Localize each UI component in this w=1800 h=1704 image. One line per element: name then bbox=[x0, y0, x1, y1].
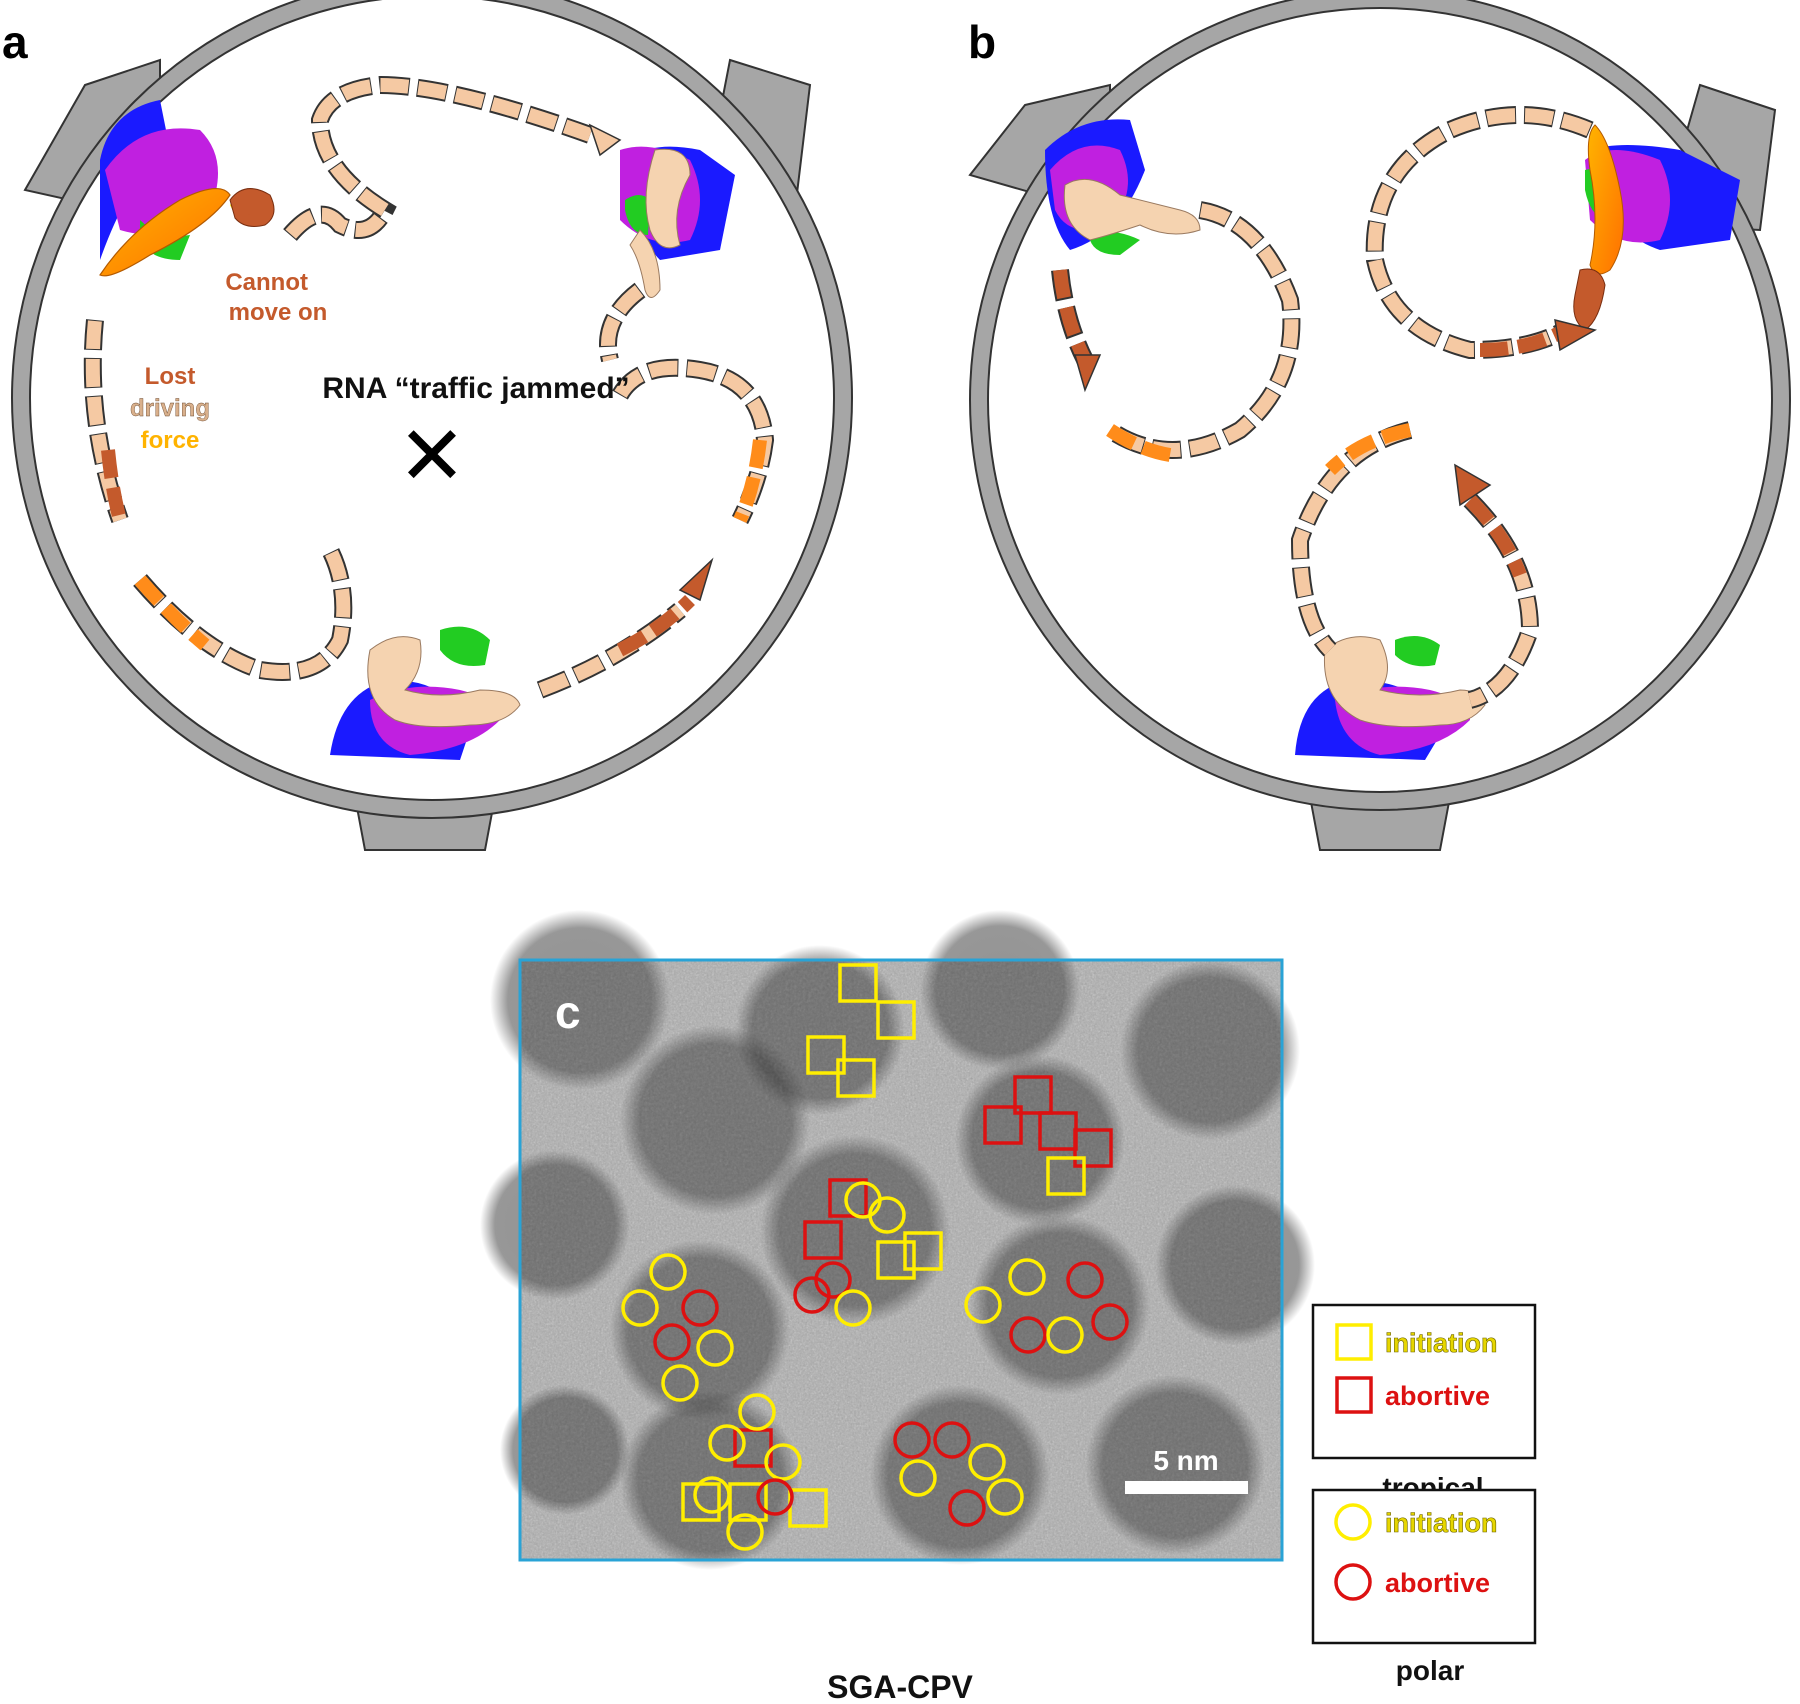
legend-polar: initiation abortive polar bbox=[1311, 1488, 1537, 1686]
arrow-b-left bbox=[1074, 354, 1102, 393]
rna-paths-a bbox=[83, 75, 775, 699]
panel-c-letter: c bbox=[555, 986, 581, 1038]
label-cannot-line1: Cannot bbox=[225, 269, 308, 296]
panel-b-letter: b bbox=[968, 16, 996, 68]
arrow-b-right bbox=[1554, 318, 1597, 352]
legend-initiation-circle-icon bbox=[1334, 1503, 1372, 1541]
micrograph-frame bbox=[518, 958, 1284, 1562]
legend-tropical-abortive: abortive bbox=[1385, 1381, 1490, 1411]
arrow-rust-right bbox=[678, 557, 714, 602]
polymerase-complex-top-left bbox=[99, 100, 275, 277]
panel-b: b bbox=[968, 0, 1791, 851]
legend-tropical-initiation: initiation bbox=[1385, 1328, 1497, 1358]
legend-initiation-square-icon bbox=[1335, 1323, 1373, 1361]
arrow-cannot-move bbox=[233, 195, 250, 215]
polar-markers bbox=[621, 1181, 1129, 1551]
legend-tropical: initiation abortive tropical bbox=[1311, 1303, 1537, 1503]
panel-a: a bbox=[2, 0, 853, 851]
polymerase-complex-top-right bbox=[620, 146, 735, 298]
panel-a-letter: a bbox=[2, 16, 28, 68]
polymerase-complex-b-bottom bbox=[1295, 636, 1486, 760]
polymerase-complex-bottom bbox=[330, 626, 521, 760]
label-rna-traffic-jammed: RNA “traffic jammed” bbox=[322, 372, 629, 405]
label-cannot: Cannot move on bbox=[225, 269, 327, 326]
tropical-markers bbox=[681, 963, 1113, 1528]
legend-abortive-square-icon bbox=[1335, 1376, 1373, 1414]
rna-paths-b bbox=[1051, 106, 1594, 709]
panel-c: c bbox=[480, 910, 1537, 1704]
label-force: force bbox=[141, 427, 200, 454]
label-cannot-line2: move on bbox=[229, 299, 328, 326]
legend-abortive-circle-icon bbox=[1334, 1563, 1372, 1601]
arrow-b-bottom bbox=[1454, 463, 1492, 507]
legend-polar-initiation: initiation bbox=[1385, 1508, 1497, 1538]
scale-bar bbox=[1125, 1481, 1248, 1494]
arrow-tan-top bbox=[588, 123, 622, 157]
scale-bar-label: 5 nm bbox=[1153, 1445, 1218, 1476]
label-lost: Lost bbox=[145, 363, 196, 390]
legend-polar-abortive: abortive bbox=[1385, 1568, 1490, 1598]
polymerase-complex-b-top-right bbox=[1573, 124, 1740, 331]
micrograph-caption: SGA-CPV bbox=[827, 1669, 973, 1704]
label-driving: driving bbox=[130, 395, 210, 422]
cross-mark-icon: ✕ bbox=[398, 411, 467, 502]
polymerase-complex-b-top-left bbox=[1045, 119, 1201, 255]
micrograph bbox=[480, 910, 1315, 1570]
capsid-shell-b bbox=[968, 0, 1791, 851]
legend-polar-title: polar bbox=[1396, 1655, 1465, 1686]
